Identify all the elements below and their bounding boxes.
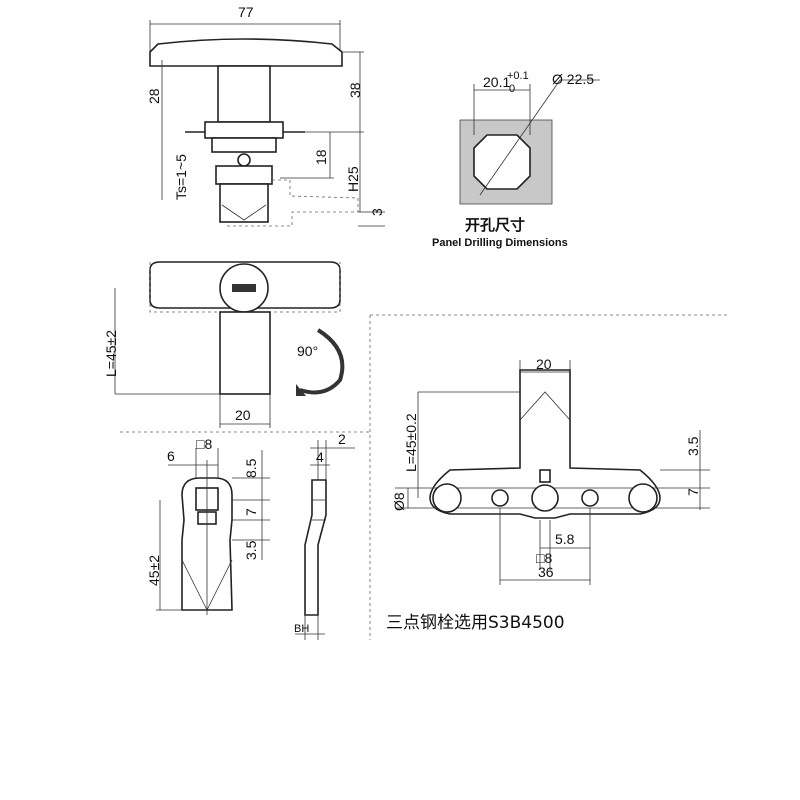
lock-plate	[429, 369, 661, 519]
dim-20-1-upper: +0.1	[507, 70, 529, 82]
dim-tp-length: L=45±0.2	[403, 413, 419, 472]
cam-arm-outline	[226, 179, 359, 227]
rotation-arrow	[299, 328, 345, 395]
cam-detail: 6 □8 8.5 7 3.5 45±2	[146, 436, 270, 615]
dim-8-5: 8.5	[243, 458, 259, 478]
dim-h25: H25	[345, 166, 361, 192]
drilling-caption-en: Panel Drilling Dimensions	[432, 237, 568, 249]
dim-tp-20: 20	[536, 356, 552, 372]
dim-20-1-lower: 0	[509, 83, 515, 95]
pivot-left	[491, 489, 509, 507]
dim-cam-sq8: □8	[196, 436, 212, 452]
dim-front-length: L=45±2	[103, 330, 119, 377]
dim-tp-7: 7	[685, 488, 701, 496]
dim-diameter: Ø 22.5	[552, 71, 594, 87]
cam-body	[215, 165, 273, 185]
cam-bar	[219, 311, 271, 395]
body-flange	[204, 121, 284, 139]
nut	[211, 137, 277, 153]
drilling-caption-cn: 开孔尺寸	[465, 216, 525, 234]
dim-28: 28	[146, 88, 162, 104]
t-handle-top	[149, 38, 343, 67]
dim-ts: Ts=1~5	[173, 154, 189, 200]
drilling-hole	[473, 134, 531, 190]
dim-18: 18	[313, 149, 329, 165]
three-point-lock: 20 L=45±0.2 3.5 7 Ø8 5.8 □8 36 三点钢栓选用S3B…	[386, 356, 710, 633]
handle-shaft	[217, 65, 271, 123]
dim-tp-sq8: □8	[536, 550, 552, 566]
dim-3: 3	[369, 208, 385, 216]
dim-side-4: 4	[316, 449, 324, 465]
dim-tp-3-5: 3.5	[685, 436, 701, 456]
dim-20-1: 20.1	[483, 74, 510, 90]
key-slot	[232, 284, 256, 292]
dim-bh: BH	[294, 623, 309, 635]
rod-end-left	[432, 483, 462, 513]
dim-77: 77	[238, 4, 254, 20]
dim-front-20: 20	[235, 407, 251, 423]
dim-5-8: 5.8	[555, 531, 575, 547]
top-side-view: 77 28 Ts=1~5 38 18 H25 3	[146, 4, 385, 227]
dim-36: 36	[538, 564, 554, 580]
dim-cam-7: 7	[243, 508, 259, 516]
dim-6: 6	[167, 448, 175, 464]
star-hub	[531, 484, 559, 512]
cam-lower	[219, 183, 269, 223]
screw-head	[237, 153, 251, 167]
panel-drilling: 20.1 +0.1 0 Ø 22.5 开孔尺寸 Panel Drilling D…	[432, 70, 600, 249]
pivot-right	[581, 489, 599, 507]
three-point-note: 三点钢栓选用S3B4500	[386, 613, 565, 633]
dim-38: 38	[347, 82, 363, 98]
dim-cam-length: 45±2	[146, 555, 162, 586]
rod-end-right	[628, 483, 658, 513]
dim-cam-3-5: 3.5	[243, 540, 259, 560]
rotation-label: 90°	[297, 343, 318, 359]
dim-phi8: Ø8	[391, 492, 407, 511]
side-detail: 2 4 BH	[294, 431, 355, 640]
front-view: 20 L=45±2 90°	[103, 261, 345, 428]
dim-side-2: 2	[338, 431, 346, 447]
